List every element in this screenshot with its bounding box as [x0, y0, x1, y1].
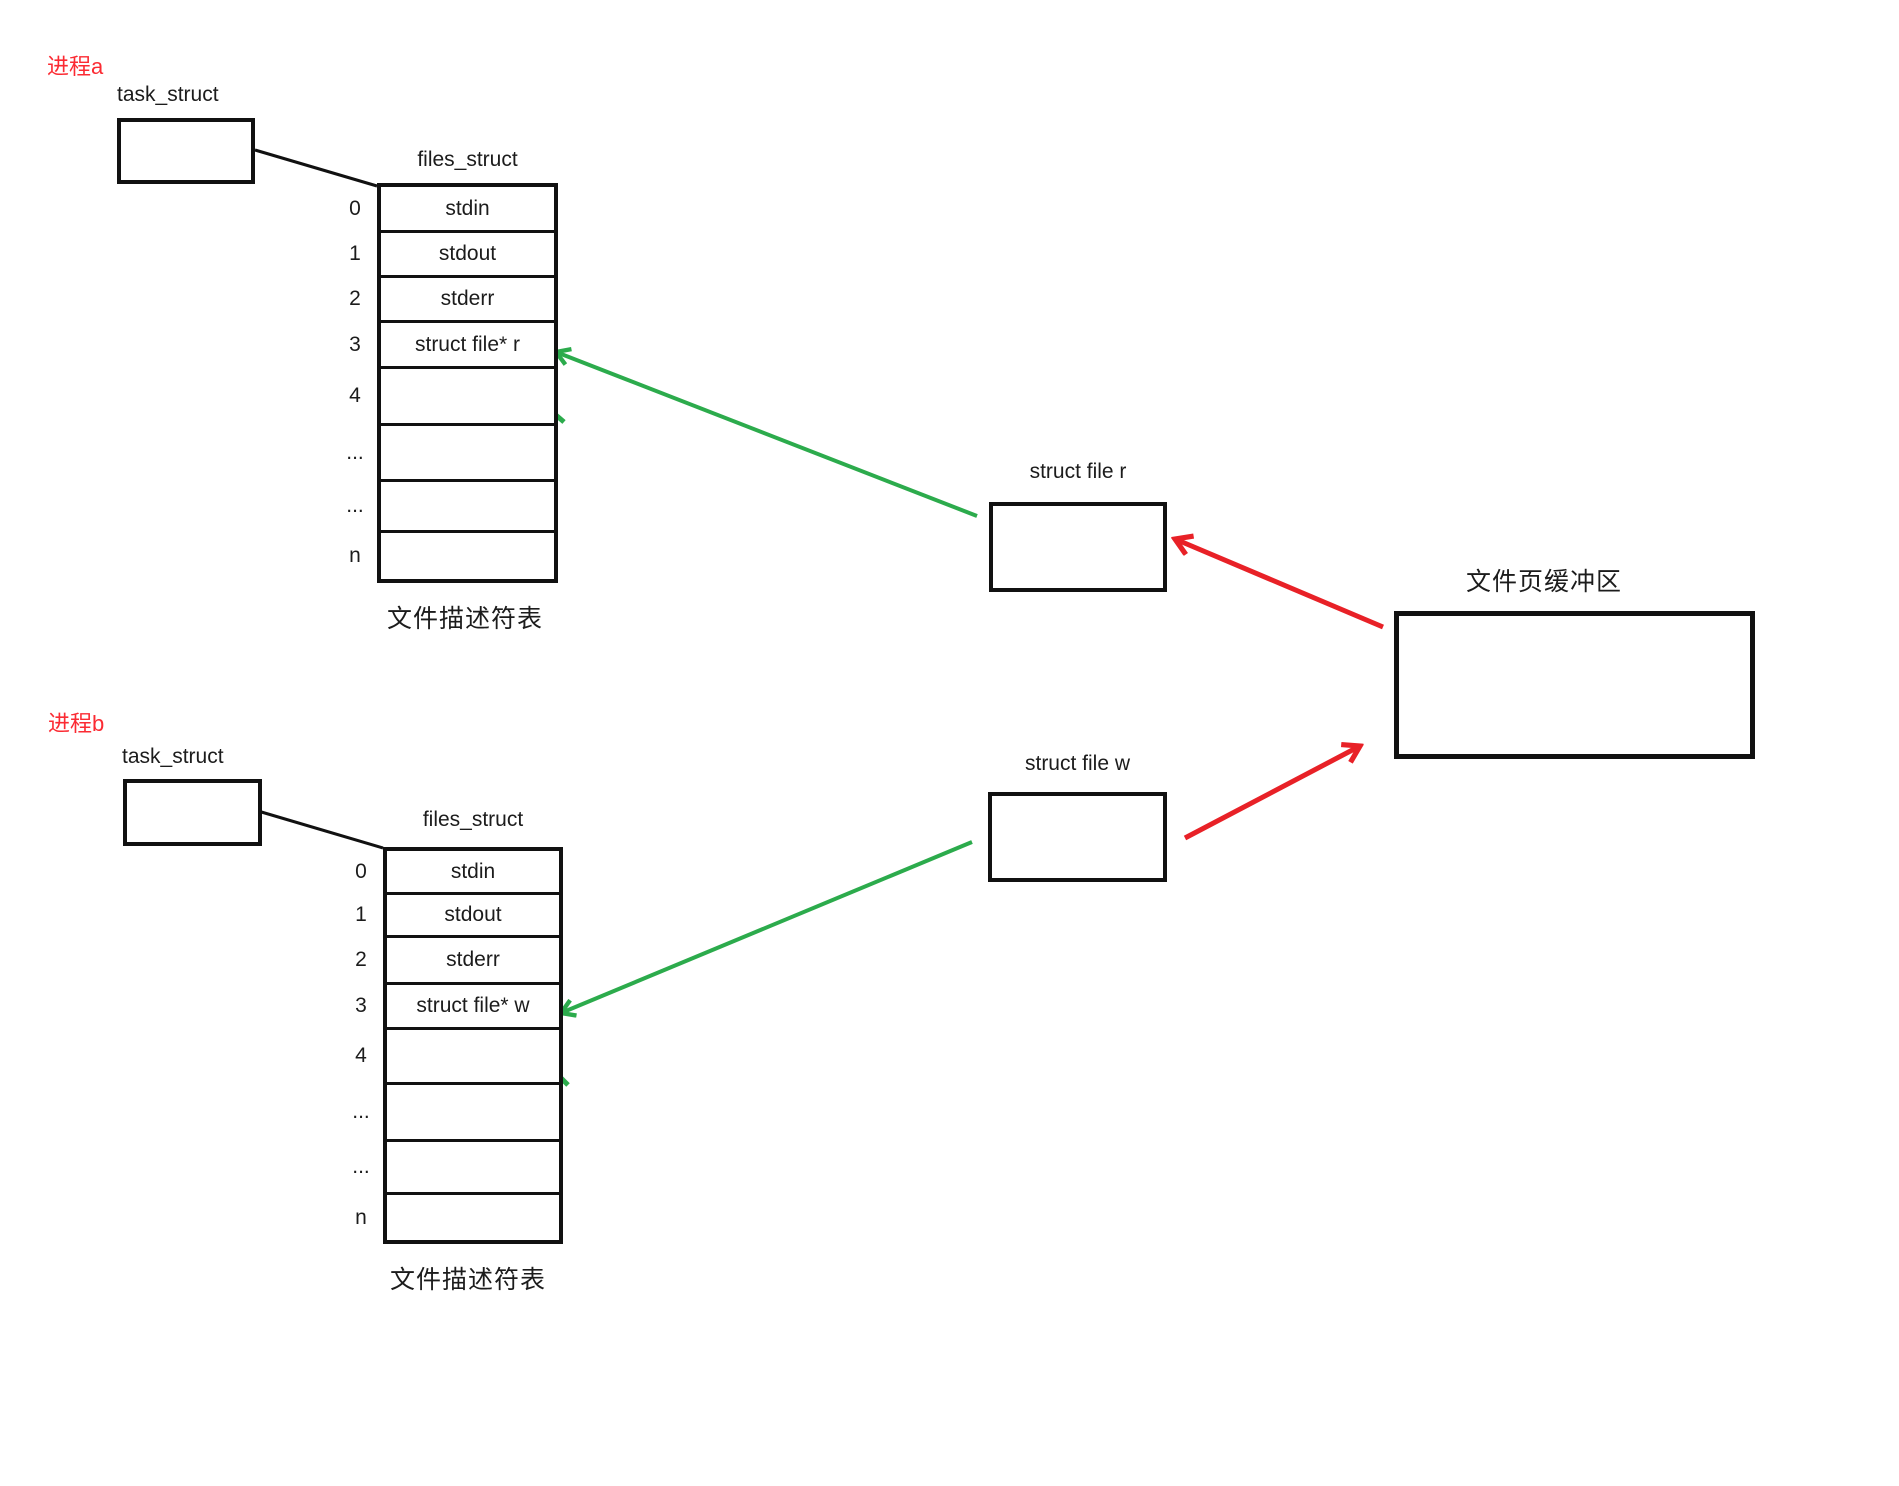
fd-index: 0: [349, 196, 361, 220]
task-struct-a-label: task_struct: [117, 83, 219, 106]
fd-table-a-row-3: 3 struct file* r: [349, 323, 554, 369]
struct-file-w-box: [988, 792, 1167, 882]
red-arrow-buffer-to-file-r: [1175, 539, 1384, 630]
files-struct-a-label: files_struct: [417, 148, 518, 171]
task-a-to-table-line: [254, 148, 378, 188]
fd-index: 2: [355, 948, 367, 971]
fd-value: stdout: [438, 242, 497, 265]
fd-table-a-row-4: 4: [349, 369, 554, 426]
struct-file-w-label: struct file w: [1024, 752, 1131, 775]
fd-table-a: 0 stdin 1 stdout 2 stderr 3 struct file*…: [346, 183, 558, 583]
process-a-title: 进程a: [47, 54, 104, 79]
fd-table-b-row-3: 3 struct file* w: [355, 985, 559, 1030]
fd-index: 4: [349, 384, 361, 407]
fd-value: stdin: [450, 859, 496, 883]
fd-index: 3: [349, 332, 361, 356]
task-struct-b-box: [123, 779, 262, 846]
fd-index: 2: [349, 287, 361, 310]
fd-table-b-row-2: 2 stderr: [355, 938, 559, 985]
fd-table-a-row-0: 0 stdin: [349, 187, 554, 233]
fd-value: struct file* r: [414, 332, 521, 356]
fd-table-b-row-6: ...: [352, 1142, 559, 1195]
fd-table-b-row-1: 1 stdout: [355, 895, 559, 938]
fd-value: stderr: [440, 287, 495, 310]
struct-file-r-label: struct file r: [1029, 460, 1127, 483]
fd-index: 4: [355, 1044, 367, 1067]
fd-index: ...: [352, 1100, 370, 1123]
fd-table-a-row-1: 1 stdout: [349, 233, 554, 278]
fd-value: stdin: [445, 196, 490, 220]
fd-index: n: [355, 1205, 367, 1229]
fd-value: struct file* w: [416, 994, 530, 1017]
green-arrow-file-w-to-fd3: [561, 840, 973, 1013]
process-b-title: 进程b: [48, 711, 105, 736]
task-struct-b-label: task_struct: [122, 745, 224, 768]
fd-table-a-caption: 文件描述符表: [387, 605, 544, 633]
fd-value: stderr: [446, 948, 500, 971]
fd-index: ...: [352, 1155, 370, 1178]
fd-table-a-row-2: 2 stderr: [349, 278, 554, 323]
fd-index: n: [349, 544, 361, 567]
fd-table-a-row-5: ...: [346, 426, 554, 482]
red-arrow-file-w-to-buffer: [1183, 746, 1360, 841]
task-struct-a-box: [117, 118, 255, 184]
task-b-to-table-line: [257, 809, 384, 850]
fd-table-b-row-4: 4: [355, 1030, 559, 1085]
green-arrow-file-r-to-fd3: [556, 352, 978, 518]
files-struct-b-label: files_struct: [422, 808, 524, 831]
struct-file-r-box: [989, 502, 1167, 592]
fd-table-b-row-0: 0 stdin: [355, 851, 559, 895]
fd-value: stdout: [444, 903, 502, 926]
fd-table-a-row-6: ...: [346, 482, 554, 533]
fd-index: 0: [355, 859, 367, 883]
page-buffer-label: 文件页缓冲区: [1466, 568, 1623, 596]
fd-index: ...: [346, 440, 364, 464]
fd-table-b: 0 stdin 1 stdout 2 stderr 3 struct file*…: [352, 847, 563, 1244]
fd-table-b-caption: 文件描述符表: [390, 1266, 547, 1294]
fd-table-b-row-7: n: [355, 1195, 559, 1240]
fd-index: 3: [355, 994, 367, 1017]
page-buffer-box: [1394, 611, 1755, 759]
fd-index: ...: [346, 494, 364, 517]
fd-table-a-row-7: n: [349, 533, 554, 579]
fd-index: 1: [355, 903, 367, 926]
fd-index: 1: [349, 242, 361, 265]
fd-table-b-row-5: ...: [352, 1085, 559, 1142]
